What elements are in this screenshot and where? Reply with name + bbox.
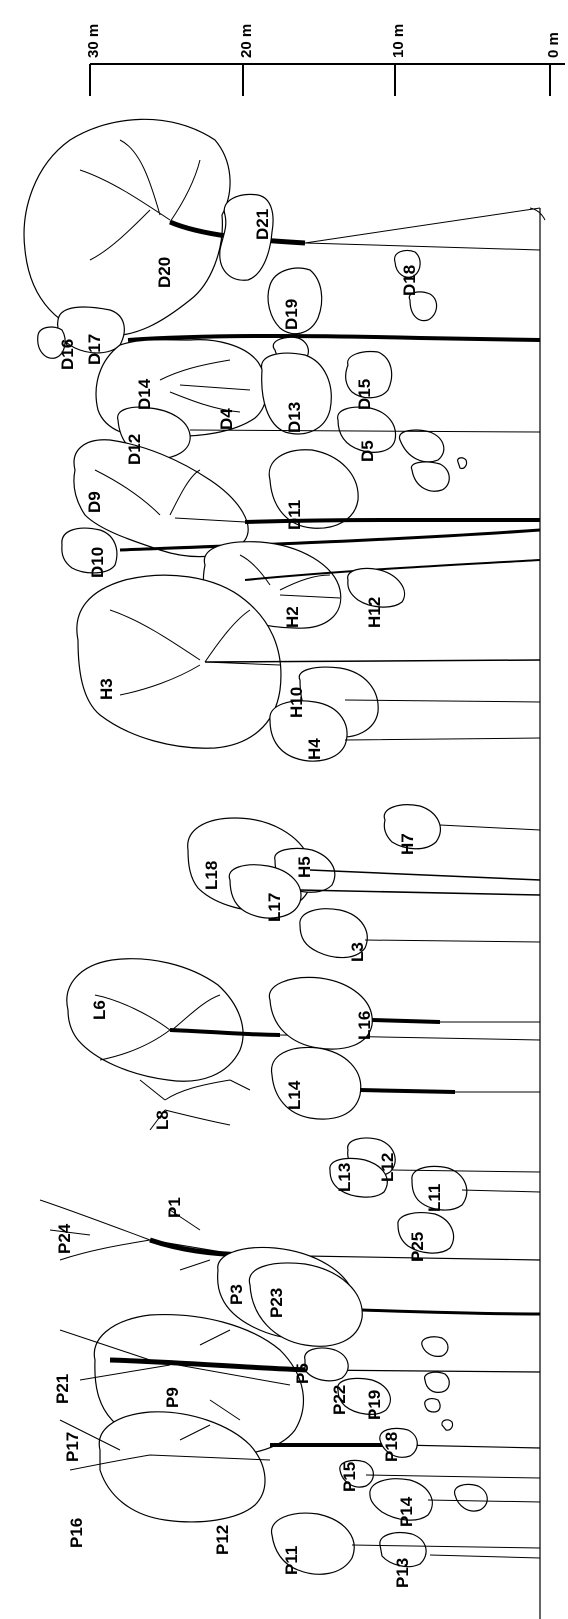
tree-label-L18: L18	[202, 861, 221, 890]
tree-label-P15: P15	[340, 1462, 359, 1492]
tree-label-D17: D17	[85, 334, 104, 365]
tree-label-H2: H2	[283, 606, 302, 628]
scale-tick-20m: 20 m	[238, 24, 255, 58]
ground-line	[530, 208, 545, 1619]
tree-label-L13: L13	[335, 1163, 354, 1192]
tree-label-D15: D15	[355, 379, 374, 410]
tree-label-H12: H12	[365, 597, 384, 628]
scale-tick-30m: 30 m	[85, 24, 102, 58]
crown-P22b	[425, 1372, 450, 1392]
tree-label-H4: H4	[305, 738, 324, 760]
tree-label-P16: P16	[67, 1518, 86, 1548]
tree-label-D14: D14	[135, 378, 154, 410]
tree-label-P3: P3	[227, 1284, 246, 1305]
tree-label-L6: L6	[90, 1000, 109, 1020]
tree-label-L11: L11	[425, 1184, 444, 1212]
crown-P18b	[442, 1420, 453, 1430]
tree-label-D18: D18	[400, 265, 419, 296]
tree-label-P18: P18	[382, 1432, 401, 1462]
tree-label-L12: L12	[378, 1153, 397, 1182]
tree-label-D9: D9	[85, 491, 104, 513]
tree-label-D20: D20	[155, 257, 174, 288]
tree-label-D5: D5	[358, 440, 377, 462]
tree-label-H5: H5	[295, 856, 314, 878]
tree-label-D10: D10	[88, 547, 107, 578]
tree-label-P17: P17	[63, 1432, 82, 1462]
tree-label-P1: P1	[165, 1197, 184, 1218]
tree-label-P24: P24	[55, 1223, 74, 1254]
tree-label-L17: L17	[265, 893, 284, 922]
tree-label-D21: D21	[253, 209, 272, 240]
tree-label-P19: P19	[365, 1390, 384, 1420]
tree-label-P14: P14	[397, 1496, 416, 1527]
scale-tick-10m: 10 m	[390, 24, 407, 58]
tree-label-D19: D19	[282, 299, 301, 330]
tree-label-H3: H3	[97, 678, 116, 700]
scale-tick-0m: 0 m	[545, 32, 562, 58]
tree-label-D4: D4	[217, 408, 236, 430]
tree-label-L14: L14	[285, 1080, 304, 1110]
tree-label-P5: P5	[293, 1363, 312, 1384]
crown-D20	[24, 119, 230, 335]
tree-label-D16: D16	[58, 339, 77, 370]
tree-label-P21: P21	[53, 1374, 72, 1404]
tree-label-P13: P13	[393, 1558, 412, 1588]
tree-label-D12: D12	[125, 434, 144, 465]
tree-label-P12: P12	[213, 1525, 232, 1555]
tree-label-L8: L8	[153, 1110, 172, 1130]
tree-label-D11: D11	[285, 500, 304, 530]
height-scale: 30 m 20 m 10 m 0 m	[85, 24, 565, 96]
crown-P19b	[425, 1399, 440, 1412]
tree-label-P9: P9	[163, 1387, 182, 1408]
tree-label-H7: H7	[398, 833, 417, 855]
tree-label-P11: P11	[282, 1546, 301, 1575]
tree-label-H10: H10	[287, 687, 306, 718]
tree-label-P23: P23	[267, 1288, 286, 1318]
tree-label-P25: P25	[408, 1232, 427, 1262]
crown-D11	[269, 450, 358, 528]
crown-P23b	[422, 1337, 448, 1357]
tree-label-P22: P22	[330, 1385, 349, 1415]
crown-D5d	[458, 458, 467, 469]
tree-label-L3: L3	[348, 942, 367, 962]
tree-label-L16: L16	[355, 1011, 374, 1040]
crown-P14b	[455, 1484, 488, 1511]
crown-D5b	[399, 430, 443, 462]
tree-label-D13: D13	[285, 402, 304, 433]
crown-D5c	[411, 462, 449, 491]
